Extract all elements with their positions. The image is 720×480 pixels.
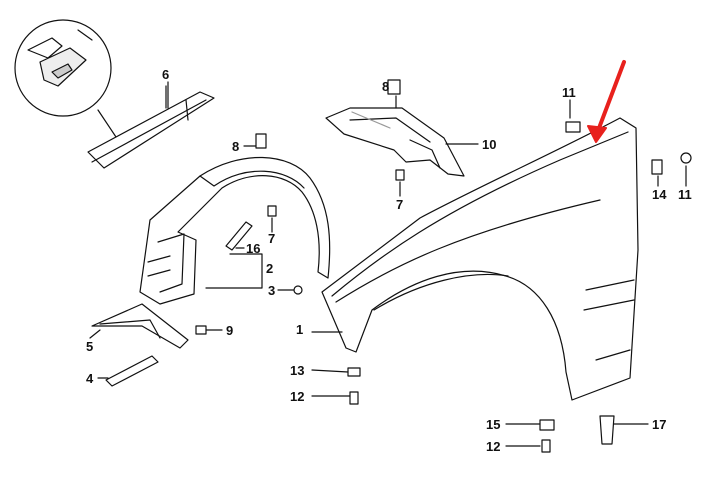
label-part-14: 14 — [652, 187, 667, 202]
label-part-5: 5 — [86, 339, 94, 354]
label-part-3: 3 — [268, 283, 276, 298]
label-part-12-upper: 12 — [290, 389, 305, 404]
label-part-6: 6 — [162, 67, 170, 82]
part-1-fender — [321, 117, 639, 401]
label-part-4: 4 — [86, 371, 94, 386]
label-part-7-upper: 7 — [396, 197, 404, 212]
part-6-trim-strip — [87, 85, 215, 169]
label-part-15: 15 — [486, 417, 501, 432]
red-pointer-arrow — [587, 60, 626, 143]
label-part-12-lower: 12 — [486, 439, 501, 454]
label-part-8-right: 8 — [382, 79, 390, 94]
label-part-2: 2 — [266, 261, 274, 276]
label-part-16: 16 — [246, 241, 261, 256]
label-part-8-left: 8 — [232, 139, 240, 154]
label-part-17: 17 — [652, 417, 667, 432]
label-part-1: 1 — [296, 322, 304, 337]
label-part-9: 9 — [226, 323, 234, 338]
label-part-7-lower: 7 — [268, 231, 276, 246]
leader-lines — [89, 81, 687, 447]
part-2-wheel-arch-liner — [139, 156, 331, 305]
part-16-clip — [225, 221, 253, 251]
part-4-strip — [105, 355, 159, 387]
detail-magnifier — [14, 19, 119, 141]
label-part-11-left: 11 — [562, 85, 576, 100]
part-10-bracket — [325, 107, 465, 177]
part-5-splash-guard — [91, 303, 189, 349]
label-part-10: 10 — [482, 137, 497, 152]
label-part-13: 13 — [290, 363, 305, 378]
label-part-11-right: 11 — [678, 187, 692, 202]
